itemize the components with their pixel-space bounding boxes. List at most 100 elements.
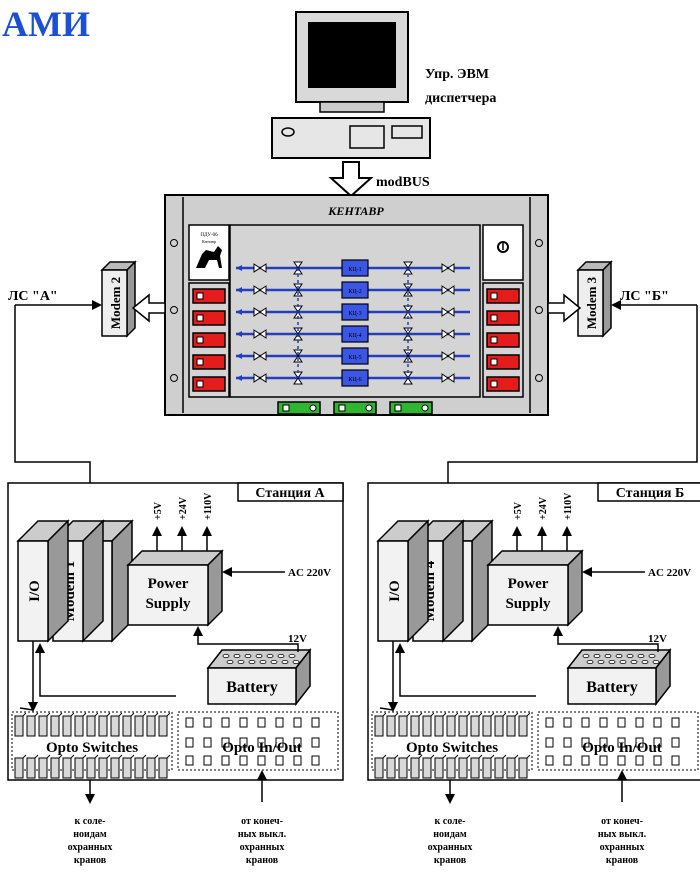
opto-io-cell-icon [617,755,626,766]
opto-switch-icon [26,757,36,779]
opto-io-cell-icon [563,717,572,728]
logo-badge-sub: Кентавр [202,239,216,244]
power-supply [487,564,569,626]
opto-io-cell-icon [185,737,194,748]
power-supply-side [567,549,583,627]
opto-switch-icon [110,757,120,779]
io-module-label: I/O [27,580,43,602]
opto-switch-icon [518,715,528,737]
battery-cell-icon [266,654,274,659]
opto-io-cell-icon [311,737,320,748]
opto-switch-icon [38,715,48,737]
valve-label: КЦ-5 [348,355,361,361]
opto-io-cell-icon [581,717,590,728]
note-left-line: ноидам [73,829,107,840]
opto-switch-icon [74,757,84,779]
opto-switch-icon [86,715,96,737]
valve-icon [253,263,267,273]
indicator-light [490,380,498,388]
opto-switch-icon [386,715,396,737]
battery-top [206,649,312,669]
power-led-icon [281,127,295,137]
valve-block [341,369,369,387]
battery-cell-icon [259,660,267,665]
opto-switch-icon [146,715,156,737]
battery-cell-icon [593,654,601,659]
opto-switch-icon [122,715,132,737]
station-a: Станция АCPUModem 1I/OPowerSupply+5V+24V… [7,482,344,866]
opto-io-cell-icon [221,737,230,748]
modem-3-label: Modem 3 [584,276,599,329]
indicator-light [196,336,204,344]
screw-icon [535,239,543,247]
valve-icon [253,285,267,295]
note-left-line: кранов [434,855,467,866]
battery [207,667,297,705]
valve-block [341,259,369,277]
indicator-light [196,292,204,300]
valve-icon [253,351,267,361]
valve-rows: КЦ-1КЦ-2КЦ-3КЦ-4КЦ-5КЦ-6 [236,259,470,387]
opto-io-cell-icon [653,737,662,748]
screw-icon [170,239,178,247]
battery-label: Battery [586,679,638,696]
red-indicators [192,288,520,392]
station-title-box [597,482,700,502]
battery-cell-icon [597,660,605,665]
ls-b-label: ЛС "Б" [620,289,669,304]
drive-bay-1 [349,125,385,149]
valve-block [341,347,369,365]
opto-io-cell-icon [239,755,248,766]
opto-io-cell-icon [185,717,194,728]
opto-io-cell-icon [635,717,644,728]
opto-switch-icon [398,715,408,737]
valve-icon [253,307,267,317]
opto-switch-icon [86,757,96,779]
valve-icon [403,349,413,363]
io-module-label: I/O [387,580,403,602]
line-a [14,305,95,507]
modem-2-label: Modem 2 [108,277,123,329]
opto-switch-icon [398,757,408,779]
opto-io-cell-icon [581,737,590,748]
opto-io-cell-icon [653,755,662,766]
opto-io-cell-icon [203,717,212,728]
opto-io-cell-icon [545,737,554,748]
opto-io-label: Opto In/Out [222,740,302,756]
opto-io-cell-icon [581,755,590,766]
note-left-line: кранов [74,855,107,866]
opto-switch-icon [494,757,504,779]
battery-cell-icon [233,654,241,659]
opto-io-cell-icon [563,755,572,766]
battery-cell-icon [255,654,263,659]
indicator-light [490,292,498,300]
opto-io-cell-icon [617,737,626,748]
opto-io-cell-icon [257,737,266,748]
opto-io-cell-icon [545,717,554,728]
note-left-line: к соле- [435,816,466,827]
opto-switch-icon [134,715,144,737]
battery-voltage-label: 12V [648,633,667,645]
battery-cell-icon [281,660,289,665]
battery-cell-icon [226,660,234,665]
battery-wire [553,626,659,652]
opto-io-cell-icon [293,737,302,748]
opto-switch-icon [26,715,36,737]
ac-label: AC 220V [288,567,331,579]
battery-cell-icon [582,654,590,659]
computer-label-2: диспетчера [425,91,496,106]
valve-block [341,303,369,321]
opto-io-label: Opto In/Out [582,740,662,756]
power-supply-side [207,549,223,627]
opto-io-cell-icon [293,755,302,766]
drive-bay-2 [391,125,423,139]
opto-switch-icon [14,757,24,779]
battery-cell-icon [586,660,594,665]
note-left-line: охранных [68,842,113,853]
opto-switch-icon [386,757,396,779]
opto-io-cell-icon [599,755,608,766]
valve-icon [253,373,267,383]
indicator-light [196,380,204,388]
battery-cell-icon [637,654,645,659]
opto-switch-icon [98,757,108,779]
